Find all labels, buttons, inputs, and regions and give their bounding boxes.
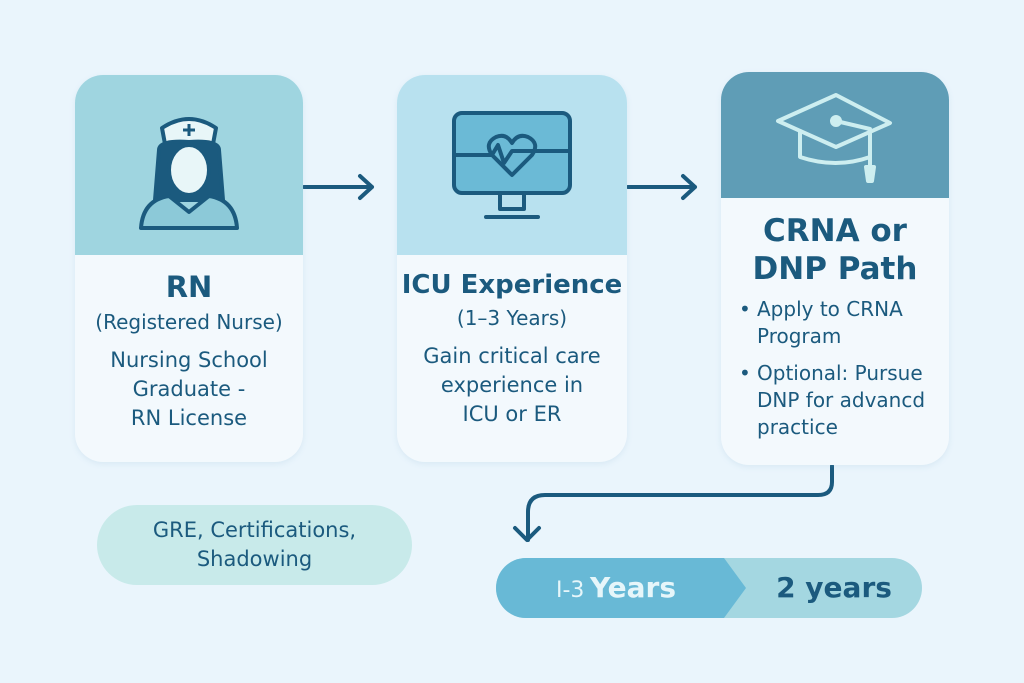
desc-line: experience in	[440, 373, 584, 397]
card-description: Gain critical care experience in ICU or …	[397, 342, 627, 429]
card-description: Nursing School Graduate - RN License	[75, 346, 303, 433]
prereq-line: Shadowing	[196, 547, 313, 571]
card-title: RN	[165, 270, 213, 304]
graduation-cap-icon	[776, 93, 892, 183]
timeline-left-unit: Years	[589, 571, 677, 604]
timeline-left-range: I-3	[555, 578, 585, 603]
card-icu-header	[397, 75, 627, 255]
card-rn-header	[75, 75, 303, 255]
bullet-item: Apply to CRNA Program	[735, 296, 949, 350]
timeline-right-label: 2 years	[776, 571, 892, 604]
prereq-pill: GRE, Certifications, Shadowing	[97, 505, 412, 585]
prereq-line: GRE, Certifications,	[152, 518, 357, 542]
card-title: ICU Experience	[401, 270, 623, 300]
desc-line: Nursing School	[110, 348, 268, 372]
desc-line: Gain critical care	[423, 344, 601, 368]
card-crna: CRNA or DNP Path Apply to CRNA Program O…	[721, 72, 949, 465]
card-title-line: CRNA or	[763, 213, 907, 249]
card-icu: ICU Experience (1–3 Years) Gain critical…	[397, 75, 627, 462]
card-subtitle: (Registered Nurse)	[95, 310, 283, 334]
desc-line: ICU or ER	[462, 402, 562, 426]
card-title-line: DNP Path	[752, 251, 918, 287]
arrow-rn-to-icu	[302, 174, 374, 200]
arrow-crna-to-timeline	[513, 464, 834, 542]
desc-line: Graduate -	[132, 377, 246, 401]
bullet-item: Optional: Pursue DNP for advancd practic…	[735, 360, 949, 441]
timeline-segment-icu	[496, 558, 746, 618]
timeline-bar: I-3 Years 2 years	[496, 558, 922, 618]
desc-line: RN License	[130, 406, 248, 430]
card-subtitle: (1–3 Years)	[456, 306, 568, 330]
heart-monitor-icon	[452, 111, 572, 219]
card-bullets: Apply to CRNA Program Optional: Pursue D…	[721, 296, 949, 441]
card-rn: RN (Registered Nurse) Nursing School Gra…	[75, 75, 303, 462]
arrow-icu-to-crna	[626, 174, 697, 200]
card-crna-header	[721, 72, 949, 198]
nurse-icon	[139, 117, 239, 230]
